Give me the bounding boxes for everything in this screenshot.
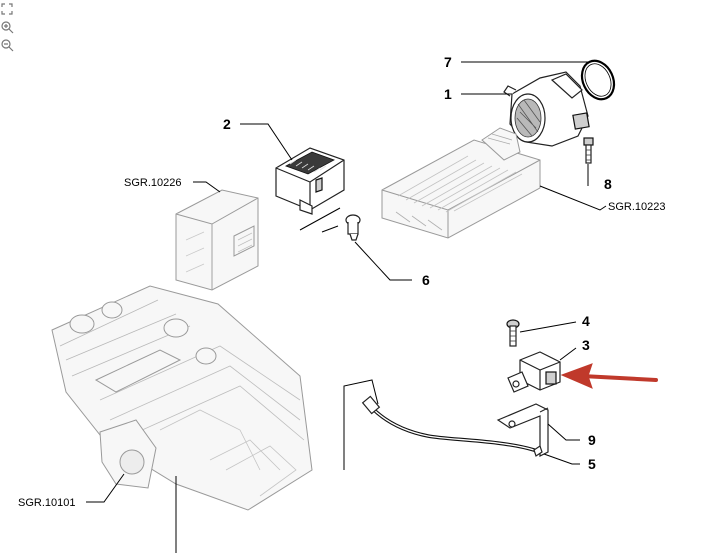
cable-pipe-5[interactable] — [361, 395, 543, 457]
engine-control-unit — [175, 189, 259, 291]
relay-unit-2[interactable] — [275, 147, 345, 215]
callout-5: 5 — [588, 456, 596, 472]
expand-icon[interactable] — [0, 2, 14, 16]
bolt-8[interactable] — [583, 137, 594, 164]
callout-2: 2 — [223, 116, 231, 132]
air-filter-housing — [381, 127, 541, 239]
ref-sgr-10226: SGR.10226 — [124, 177, 181, 189]
push-clip-6[interactable] — [345, 214, 361, 241]
callout-6: 6 — [422, 272, 430, 288]
zoom-in-icon[interactable] — [0, 20, 14, 34]
screw-4[interactable] — [506, 319, 520, 347]
callout-8: 8 — [604, 176, 612, 192]
ref-sgr-10223: SGR.10223 — [608, 201, 665, 213]
zoom-out-icon[interactable] — [0, 38, 14, 52]
air-flow-meter-1[interactable] — [503, 71, 590, 147]
callout-4: 4 — [582, 313, 590, 329]
leader-lines — [86, 61, 607, 503]
callout-3: 3 — [582, 337, 590, 353]
callout-9: 9 — [588, 432, 596, 448]
callout-7: 7 — [444, 54, 452, 70]
ref-sgr-10101: SGR.10101 — [18, 497, 75, 509]
cylinder-head — [51, 285, 313, 511]
highlight-arrow — [560, 363, 658, 389]
callout-1: 1 — [444, 86, 452, 102]
sensor-3[interactable] — [507, 351, 561, 393]
